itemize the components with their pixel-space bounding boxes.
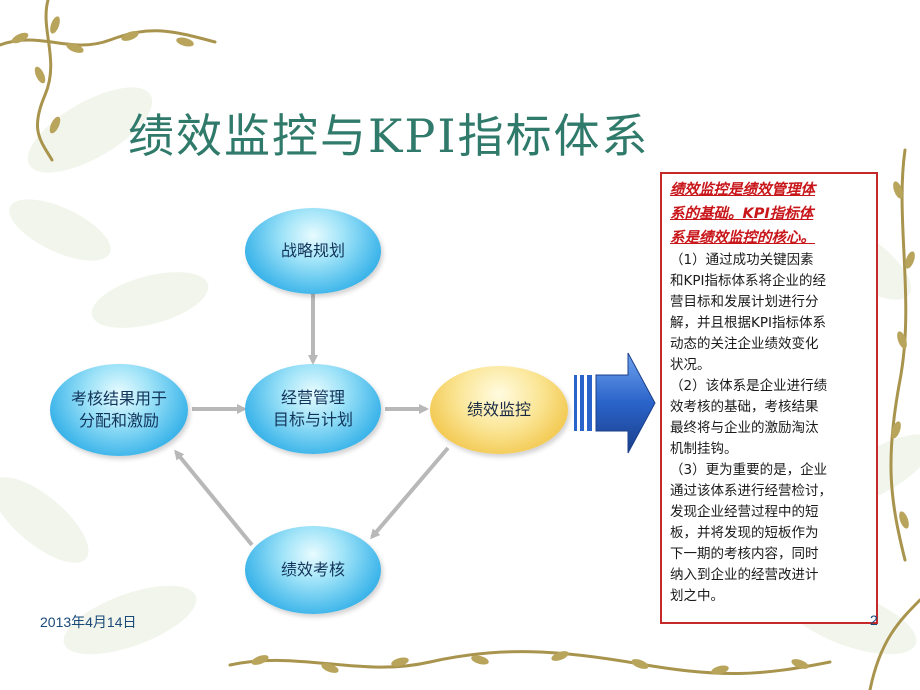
node-ops-plan: 经营管理 目标与计划: [245, 364, 381, 454]
node-monitor-label: 绩效监控: [466, 400, 531, 419]
arrow-assess-results: [174, 449, 254, 547]
node-results-label-2: 分配和激励: [78, 411, 159, 430]
highlight-line: 系是绩效监控的核心。: [670, 230, 815, 246]
body-line: （1）通过成功关键因素: [670, 252, 814, 268]
body-line: 状况。: [670, 357, 711, 373]
highlight-line: 系的基础。KPI指标体: [670, 206, 814, 222]
footer-date: 2013年4月14日: [40, 614, 137, 630]
body-line: 划之中。: [670, 588, 724, 604]
node-ops-label-2: 目标与计划: [272, 410, 353, 429]
node-assess: 绩效考核: [245, 526, 381, 614]
arrow-monitor-assess: [370, 446, 450, 540]
node-strategy: 战略规划: [245, 208, 381, 294]
body-line: （2）该体系是企业进行绩: [670, 378, 828, 394]
body-line: 纳入到企业的经营改进计: [670, 567, 819, 583]
body-line: 下一期的考核内容，同时: [670, 546, 819, 562]
body-line: 动态的关注企业绩效变化: [670, 336, 819, 352]
node-ops-label-1: 经营管理: [280, 388, 345, 407]
node-strategy-label: 战略规划: [280, 241, 345, 260]
explanation-panel: 绩效监控是绩效管理体 系的基础。KPI指标体 系是绩效监控的核心。 （1）通过成…: [660, 172, 878, 624]
body-line: （3）更为重要的是，企业: [670, 462, 828, 478]
page-number: 2: [870, 612, 878, 628]
body-line: 通过该体系进行经营检讨，: [670, 483, 832, 499]
body-line: 效考核的基础，考核结果: [670, 399, 819, 415]
body-line: 营目标和发展计划进行分: [670, 294, 819, 310]
node-results: 考核结果用于 分配和激励: [50, 364, 188, 456]
highlight-line: 绩效监控是绩效管理体: [670, 182, 815, 198]
body-line: 机制挂钩。: [670, 441, 738, 457]
node-results-label-1: 考核结果用于: [70, 389, 167, 408]
node-assess-label: 绩效考核: [280, 560, 345, 579]
body-line: 发现企业经营过程中的短: [670, 504, 819, 520]
node-monitor: 绩效监控: [430, 366, 568, 454]
right-arrow-icon: [574, 352, 656, 454]
body-line: 板，并将发现的短板作为: [670, 525, 819, 541]
page-title: 绩效监控与KPI指标体系: [128, 109, 650, 163]
body-line: 和KPI指标体系将企业的经: [670, 273, 826, 289]
body-line: 解，并且根据KPI指标体系: [670, 315, 826, 331]
body-line: 最终将与企业的激励淘汰: [670, 420, 819, 436]
